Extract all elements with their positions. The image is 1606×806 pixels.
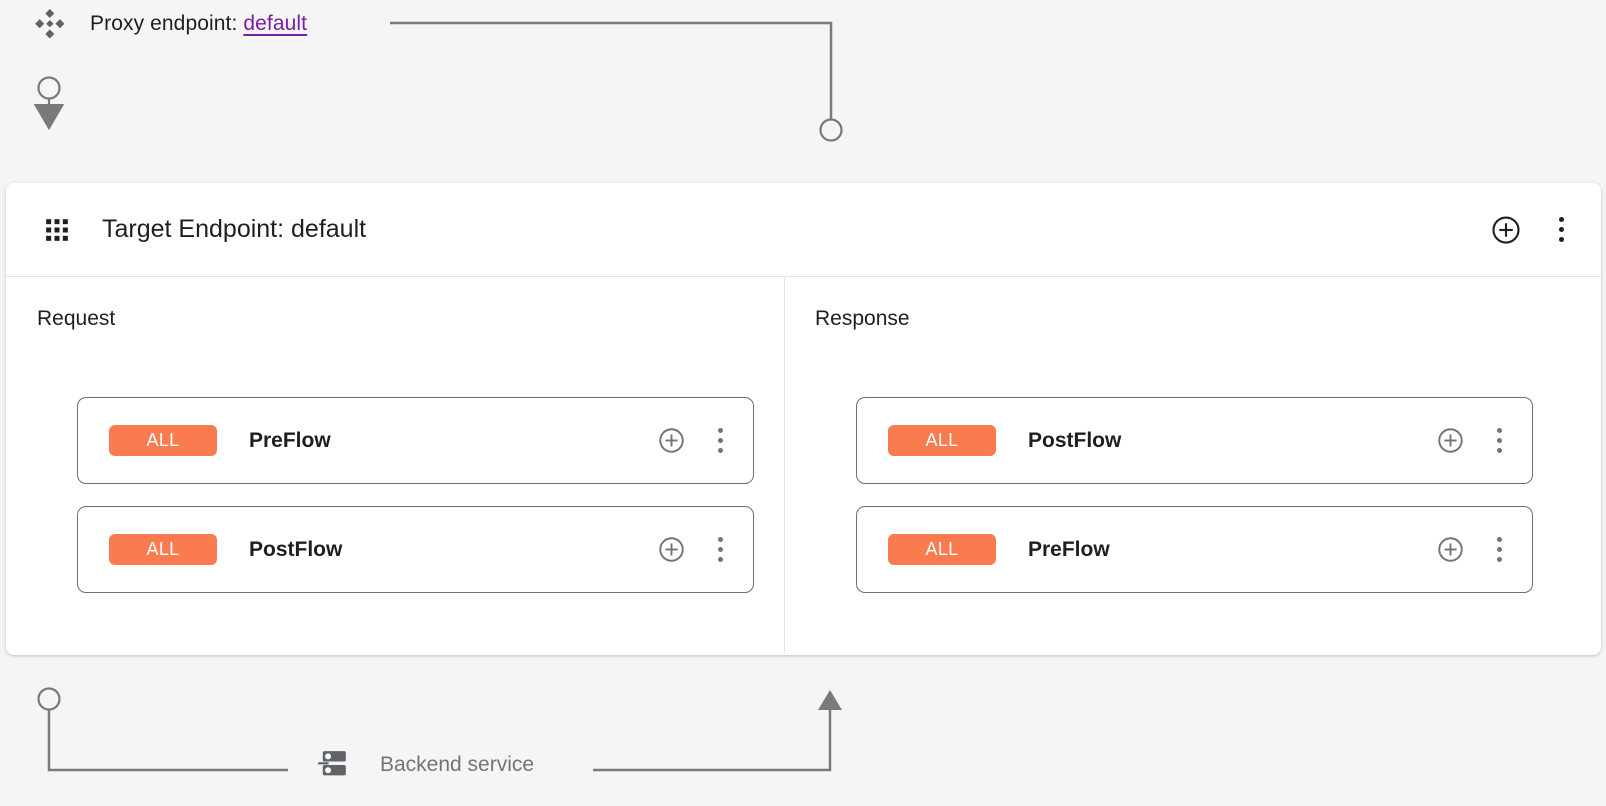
- flow-card-actions: [658, 536, 731, 563]
- more-vert-icon[interactable]: [1488, 536, 1510, 563]
- grid-dots-icon: [46, 218, 68, 241]
- backend-service: Backend service: [318, 750, 534, 780]
- status-badge: ALL: [109, 425, 217, 456]
- header-actions: [1491, 215, 1573, 245]
- proxy-diamond-icon: [35, 9, 64, 39]
- add-circle-icon[interactable]: [1437, 427, 1464, 454]
- more-vert-icon[interactable]: [1549, 215, 1573, 245]
- flow-card-actions: [658, 427, 731, 454]
- flow-name: PostFlow: [249, 537, 343, 561]
- target-to-backend-connector: [37, 687, 288, 772]
- server-stack-icon: [318, 751, 346, 776]
- add-circle-icon[interactable]: [1437, 536, 1464, 563]
- proxy-to-target-connector: [390, 21, 843, 142]
- target-endpoint-panel: Target Endpoint: default Request ALL Pre…: [6, 183, 1601, 655]
- add-circle-icon[interactable]: [658, 427, 685, 454]
- flow-card-response-preflow[interactable]: ALL PreFlow: [856, 506, 1533, 593]
- request-column-heading: Request: [37, 307, 116, 330]
- flow-card-request-postflow[interactable]: ALL PostFlow: [77, 506, 754, 593]
- response-column-heading: Response: [815, 307, 910, 330]
- response-flow-list: ALL PostFlow ALL: [856, 397, 1533, 593]
- flow-card-request-preflow[interactable]: ALL PreFlow: [77, 397, 754, 484]
- status-badge: ALL: [888, 425, 996, 456]
- request-column: Request ALL PreFlow: [6, 277, 785, 654]
- page-title: Target Endpoint: default: [102, 215, 367, 243]
- more-vert-icon[interactable]: [709, 427, 731, 454]
- flow-card-actions: [1437, 536, 1510, 563]
- backend-service-label: Backend service: [380, 753, 535, 776]
- backend-to-target-connector: [593, 690, 842, 772]
- more-vert-icon[interactable]: [1488, 427, 1510, 454]
- proxy-endpoint-prefix: Proxy endpoint:: [90, 12, 244, 35]
- more-vert-icon[interactable]: [709, 536, 731, 563]
- flow-name: PostFlow: [1028, 428, 1122, 452]
- request-flow-list: ALL PreFlow ALL P: [77, 397, 754, 593]
- flow-card-response-postflow[interactable]: ALL PostFlow: [856, 397, 1533, 484]
- proxy-endpoint-row: Proxy endpoint: default: [34, 6, 307, 42]
- add-circle-icon[interactable]: [658, 536, 685, 563]
- proxy-endpoint-link[interactable]: default: [243, 12, 308, 35]
- flow-columns: Request ALL PreFlow: [6, 277, 1601, 654]
- flow-name: PreFlow: [1028, 537, 1110, 561]
- add-circle-icon[interactable]: [1491, 215, 1521, 245]
- flow-card-actions: [1437, 427, 1510, 454]
- target-endpoint-header: Target Endpoint: default: [6, 183, 1601, 277]
- proxy-endpoint-label: Proxy endpoint: default: [90, 12, 307, 36]
- response-column: Response ALL PostFlow: [785, 277, 1601, 654]
- status-badge: ALL: [109, 534, 217, 565]
- inbound-request-arrow: [33, 76, 65, 131]
- status-badge: ALL: [888, 534, 996, 565]
- flow-name: PreFlow: [249, 428, 331, 452]
